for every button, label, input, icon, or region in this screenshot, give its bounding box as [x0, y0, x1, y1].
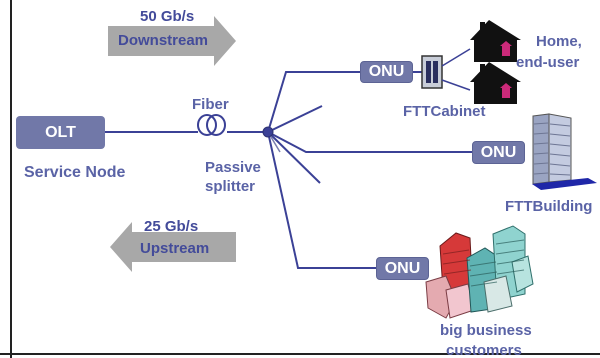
- cabinet-icon: [421, 55, 443, 89]
- onu-cabinet-box: ONU: [360, 61, 413, 83]
- olt-box: OLT: [16, 116, 105, 149]
- upstream-arrow: [110, 222, 236, 272]
- home-label-line2: end-user: [516, 54, 580, 71]
- fiber-lines: [105, 71, 472, 269]
- business-label-line2: customers: [446, 342, 522, 358]
- building-icon: [532, 113, 597, 190]
- house-icon-2: [470, 62, 521, 104]
- service-node-label: Service Node: [24, 164, 126, 181]
- upstream-label: Upstream: [140, 240, 210, 257]
- onu-business-box: ONU: [376, 257, 429, 280]
- business-towers-icon: [425, 225, 534, 319]
- branch-to-building: [267, 131, 472, 153]
- branch-to-cabinet: [267, 71, 360, 133]
- branch-spare-1: [267, 105, 323, 133]
- cabinet-to-houses-lines: [441, 48, 471, 91]
- branch-spare-2: [267, 131, 321, 184]
- downstream-rate-label: 50 Gb/s: [140, 8, 195, 25]
- downstream-label: Downstream: [118, 32, 209, 49]
- business-label-line1: big business: [440, 322, 532, 339]
- fiber-label: Fiber: [192, 96, 229, 113]
- upstream-rate-label: 25 Gb/s: [144, 218, 199, 235]
- house-icon-1: [470, 20, 521, 62]
- splitter-pointer: [270, 136, 281, 153]
- onu-building-box: ONU: [472, 141, 525, 164]
- downstream-arrow: [108, 16, 236, 66]
- fiber-coil-icon: [197, 114, 226, 136]
- ftt-building-label: FTTBuilding: [505, 198, 593, 215]
- splitter-node-icon: [262, 126, 274, 138]
- home-label-line1: Home,: [536, 33, 582, 50]
- ftt-cabinet-label: FTTCabinet: [403, 103, 486, 120]
- splitter-label-line2: splitter: [205, 178, 256, 195]
- splitter-label-line1: Passive: [205, 159, 261, 176]
- branch-to-business: [267, 131, 376, 269]
